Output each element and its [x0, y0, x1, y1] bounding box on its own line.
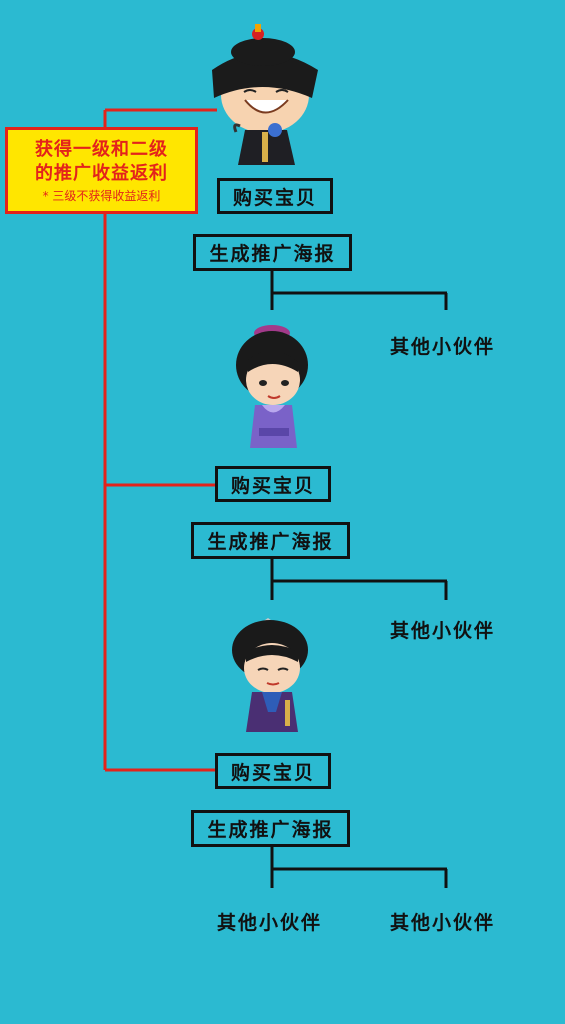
referral-connectors — [103, 108, 217, 772]
buy-item-box-1: 购买宝贝 — [217, 178, 333, 214]
partner-label-3b: 其他小伙伴 — [390, 912, 496, 934]
asterisk-mark: * — [42, 189, 49, 203]
generate-poster-box-2: 生成推广海报 — [191, 522, 350, 559]
qing-girl-icon — [236, 325, 308, 448]
callout-note-text: 三级不获得收益返利 — [52, 189, 161, 203]
partner-label-1: 其他小伙伴 — [390, 336, 496, 358]
buy-item-box-3: 购买宝贝 — [215, 753, 331, 789]
rebate-callout: 获得一级和二级 的推广收益返利 * 三级不获得收益返利 — [5, 127, 198, 214]
partner-label-3a: 其他小伙伴 — [217, 912, 323, 934]
callout-line-1: 获得一级和二级 — [35, 139, 168, 160]
callout-line-2: 的推广收益返利 — [35, 163, 168, 184]
flow-connectors — [270, 270, 448, 888]
official-boy-icon — [212, 24, 318, 165]
partner-label-2: 其他小伙伴 — [390, 620, 496, 642]
generate-poster-box-1: 生成推广海报 — [193, 234, 352, 271]
buy-item-box-2: 购买宝贝 — [215, 466, 331, 502]
generate-poster-box-3: 生成推广海报 — [191, 810, 350, 847]
qing-lady-icon — [232, 618, 308, 732]
callout-note: * 三级不获得收益返利 — [8, 187, 195, 205]
